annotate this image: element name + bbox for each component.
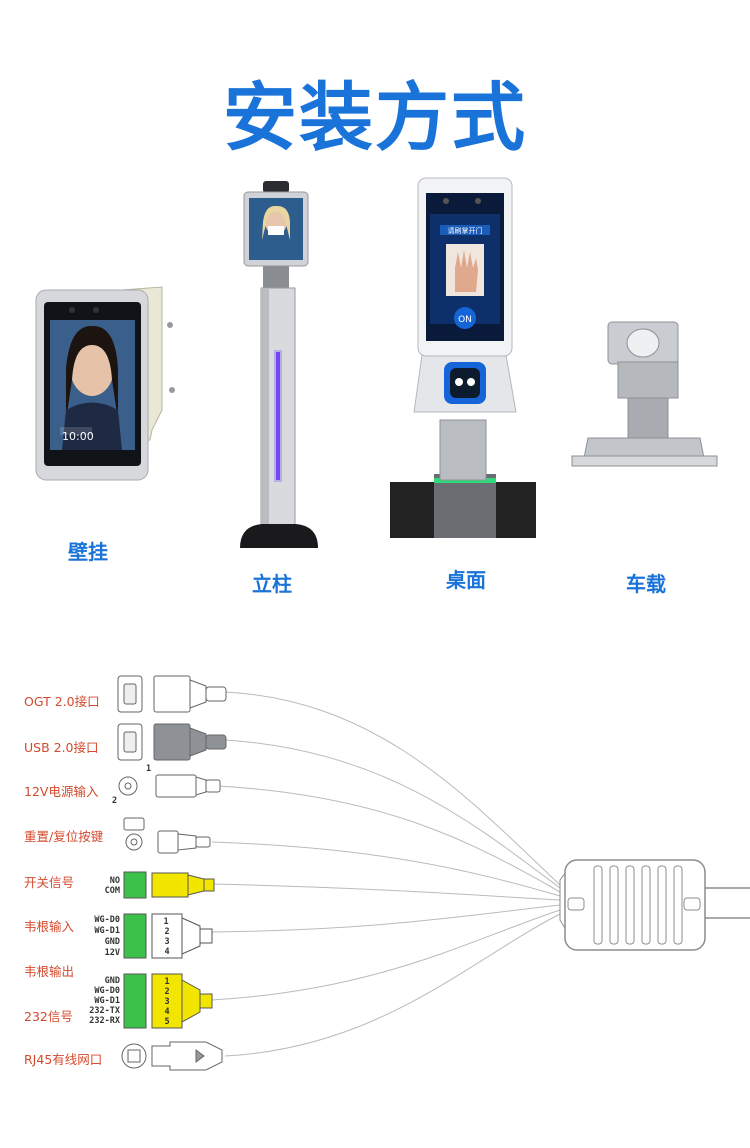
- pin-wg-in-d1: WG-D1: [94, 926, 120, 936]
- pin-switch-no: NO: [109, 876, 120, 886]
- port-label-switch: 开关信号: [24, 875, 75, 890]
- pin-232-tx: 232-TX: [89, 1006, 120, 1016]
- cable-bundle: [559, 859, 750, 951]
- terminal-num-4: 4: [164, 947, 170, 957]
- port-label-reset: 重置/复位按键: [24, 829, 104, 844]
- terminal-232-num-2: 2: [164, 987, 170, 997]
- switch-signal-connector: [123, 871, 215, 899]
- terminal-232-num-3: 3: [164, 997, 170, 1007]
- pin-switch-com: COM: [104, 886, 120, 896]
- usb-connector: [117, 723, 227, 761]
- pin-wg-in-12v: 12V: [104, 948, 120, 958]
- pin-232-rx: 232-RX: [89, 1016, 120, 1026]
- desktop-screen-banner: 请刷掌开门: [448, 226, 483, 235]
- port-label-232: 232信号: [24, 1009, 73, 1024]
- terminal-232-num-1: 1: [164, 977, 170, 987]
- page-title: 安装方式: [223, 75, 527, 161]
- port-label-ogt: OGT 2.0接口: [24, 694, 100, 709]
- pin-12v-2: 2: [112, 796, 118, 806]
- wall-mount-device: 10:00: [35, 286, 175, 481]
- mount-label-desktop: 桌面: [446, 568, 486, 592]
- port-label-wiegand-in: 韦根输入: [24, 919, 75, 934]
- pin-232-gnd: GND: [104, 976, 120, 986]
- pin-12v-1: 1: [146, 764, 152, 774]
- wiegand-input-connector: [123, 913, 213, 959]
- terminal-num-2: 2: [164, 927, 170, 937]
- port-label-usb: USB 2.0接口: [24, 740, 99, 755]
- desktop-on-label: ON: [458, 315, 472, 325]
- rs232-connector: [123, 973, 213, 1029]
- port-label-12v: 12V电源输入: [24, 784, 99, 799]
- pin-232-wg-d0: WG-D0: [94, 986, 120, 996]
- dc-power-connector: [118, 774, 221, 798]
- mount-label-wall: 壁挂: [68, 540, 108, 564]
- mount-label-vehicle: 车载: [626, 572, 666, 596]
- vehicle-mount-bracket: [571, 321, 718, 467]
- terminal-num-3: 3: [164, 937, 170, 947]
- pillar-mount-device: [240, 181, 318, 548]
- reset-button-connector: [123, 817, 211, 854]
- ogt-connector: [117, 675, 227, 713]
- port-label-wiegand-out: 韦根输出: [24, 964, 75, 979]
- pin-wg-in-gnd: GND: [104, 937, 120, 947]
- port-label-rj45: RJ45有线网口: [24, 1052, 103, 1067]
- terminal-232-num-4: 4: [164, 1007, 170, 1017]
- terminal-232-num-5: 5: [164, 1017, 170, 1027]
- terminal-num-1: 1: [163, 917, 171, 927]
- rj45-connector: [121, 1041, 223, 1071]
- wiring-harness: [211, 691, 561, 1057]
- desktop-mount-device: 请刷掌开门 ON: [390, 177, 536, 538]
- pin-wg-in-d0: WG-D0: [94, 915, 120, 925]
- wall-screen-time: 10:00: [62, 430, 94, 443]
- pin-232-wg-d1: WG-D1: [94, 996, 120, 1006]
- mount-label-pillar: 立柱: [252, 572, 292, 596]
